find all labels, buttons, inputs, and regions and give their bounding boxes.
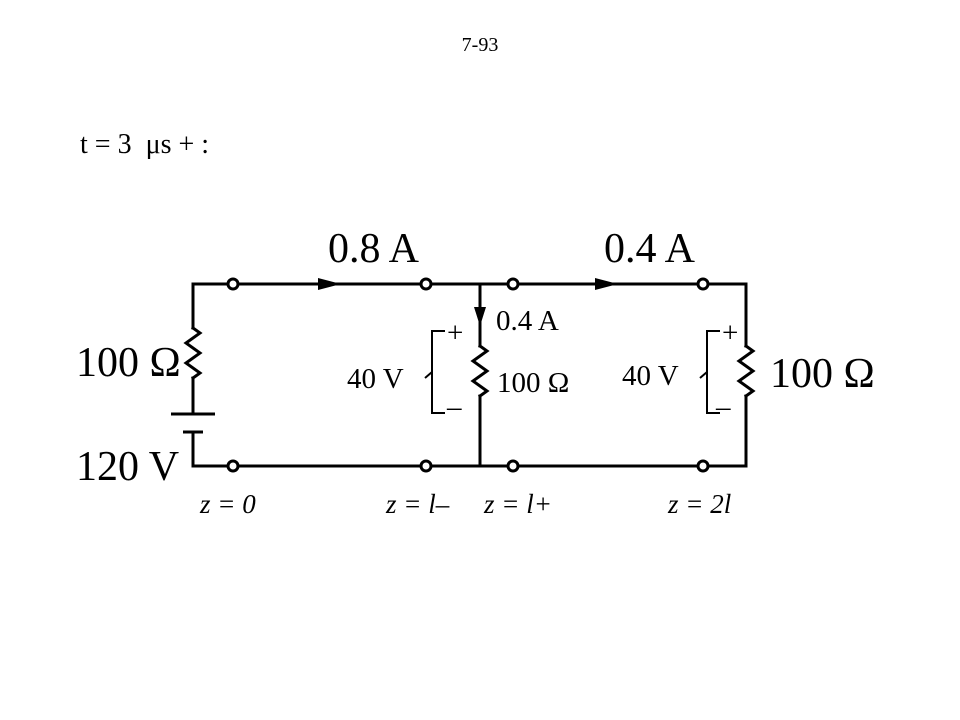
end-resistance-label: 100 Ω xyxy=(770,351,875,397)
current-arrow-right xyxy=(595,278,618,290)
source-resistance-label: 100 Ω xyxy=(76,340,181,386)
end-minus-sign: – xyxy=(715,391,731,423)
current-label-left: 0.8 A xyxy=(328,226,420,272)
current-arrow-left xyxy=(318,278,341,290)
terminal-top-z0 xyxy=(226,277,240,291)
current-label-right: 0.4 A xyxy=(604,226,696,272)
end-plus-sign: + xyxy=(722,317,738,349)
current-arrow-down xyxy=(474,307,486,326)
position-label-l-minus: z = l– xyxy=(385,489,450,519)
end-resistor xyxy=(736,343,756,399)
terminal-bottom-l-minus xyxy=(419,459,433,473)
terminal-top-2l xyxy=(696,277,710,291)
shunt-plus-sign: + xyxy=(447,317,463,349)
terminal-bottom-z0 xyxy=(226,459,240,473)
time-label: t = 3 μs + : xyxy=(80,129,210,160)
shunt-resistor xyxy=(470,343,490,399)
terminal-top-l-minus xyxy=(419,277,433,291)
source-resistor xyxy=(183,325,203,381)
shunt-resistance-label: 100 Ω xyxy=(497,367,569,399)
current-label-shunt: 0.4 A xyxy=(496,305,559,337)
end-voltage-bracket xyxy=(699,330,720,414)
position-label-l-plus: z = l+ xyxy=(483,489,552,519)
terminal-bottom-l-plus xyxy=(506,459,520,473)
position-label-2l: z = 2l xyxy=(667,489,731,519)
shunt-minus-sign: – xyxy=(446,391,462,423)
terminal-top-l-plus xyxy=(506,277,520,291)
shunt-voltage-label: 40 V xyxy=(347,363,404,395)
source-voltage-label: 120 V xyxy=(76,444,179,490)
terminal-bottom-2l xyxy=(696,459,710,473)
end-voltage-label: 40 V xyxy=(622,360,679,392)
page-number: 7-93 xyxy=(461,34,499,56)
position-label-z0: z = 0 xyxy=(199,489,256,519)
shunt-voltage-bracket xyxy=(424,330,445,414)
